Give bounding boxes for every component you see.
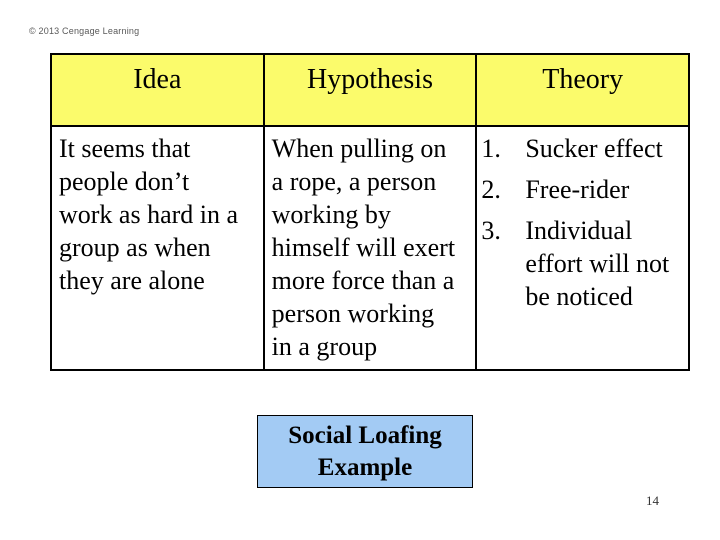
list-text: Sucker effect [525, 134, 663, 163]
body-cell-hypothesis: When pulling on a rope, a person working… [264, 127, 476, 369]
list-number: 2. [481, 175, 501, 204]
copyright-note: © 2013 Cengage Learning [29, 26, 140, 36]
body-cell-theory: 1. Sucker effect 2. Free-rider 3. Indivi… [477, 127, 688, 369]
body-cell-idea: It seems that people don’t work as hard … [52, 127, 263, 369]
list-item: 3. Individual effort will not be noticed [481, 214, 684, 313]
page-number: 14 [646, 493, 659, 508]
list-number: 1. [481, 134, 501, 163]
header-cell-theory: Theory [477, 55, 688, 125]
header-cell-hypothesis: Hypothesis [264, 55, 476, 125]
comparison-table: Idea Hypothesis Theory It seems that peo… [50, 53, 690, 371]
header-cell-idea: Idea [52, 55, 263, 125]
list-number: 3. [481, 216, 501, 245]
callout-label: Social Loafing Example [288, 421, 442, 481]
list-text: Free-rider [525, 175, 630, 204]
list-item: 2. Free-rider [481, 173, 684, 206]
list-item: 1. Sucker effect [481, 132, 684, 165]
list-text: Individual effort will not be noticed [525, 216, 670, 311]
social-loafing-callout: Social Loafing Example [257, 415, 473, 488]
